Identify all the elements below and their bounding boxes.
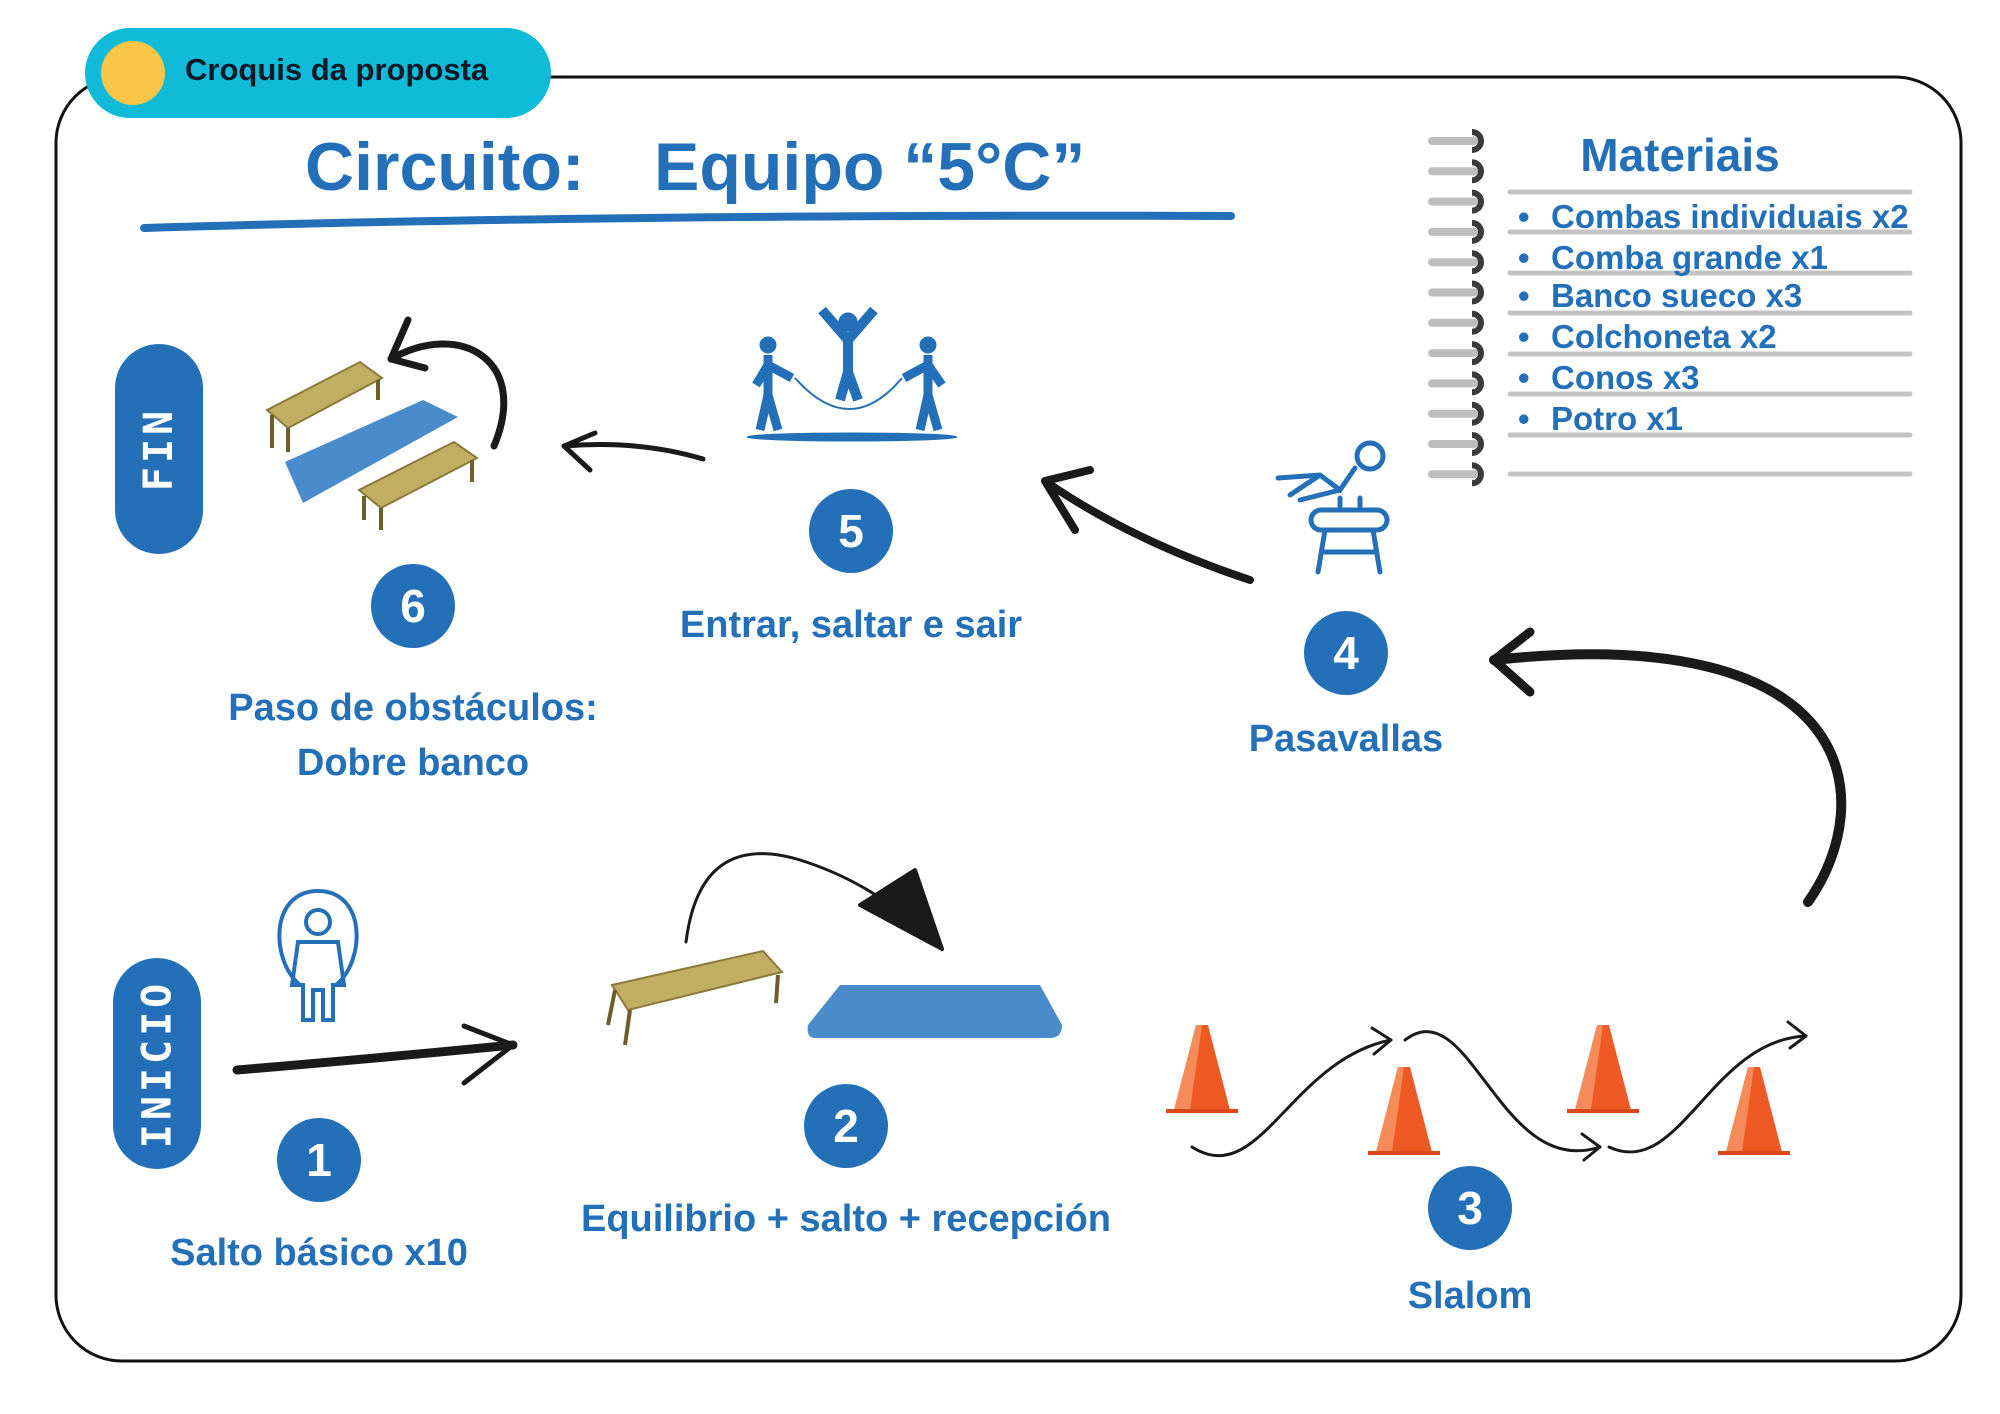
title-prefix: Circuito: [305,129,585,205]
pommel-horse-icon [1275,440,1390,575]
arrow-slalom-path [1190,1020,1808,1162]
arrow-6-return [387,316,508,450]
spiral-ring-hook [1471,310,1484,335]
start-marker-label: INICIO [134,979,180,1148]
cone-icon [1567,1025,1639,1113]
materials-item: •Banco sueco x3 [1518,277,1803,314]
cone-icon [1718,1067,1790,1155]
arrow-4-to-5 [1041,466,1254,584]
materials-item-label: Comba grande x1 [1551,239,1828,276]
materials-item-label: Colchoneta x2 [1551,318,1777,355]
spiral-ring-hook [1471,341,1484,366]
station-4-badge: 4 [1304,611,1388,695]
station-1-badge: 1 [277,1118,361,1202]
spiral-ring-hook [1471,401,1484,426]
materials-item-label: Combas individuais x2 [1551,198,1909,235]
materials-item-label: Banco sueco x3 [1551,277,1803,314]
bench-icon [265,360,384,452]
spiral-ring-hook [1471,371,1484,396]
tag-dot-icon [101,41,165,105]
cone-icon [1166,1025,1238,1113]
station-5-badge: 5 [809,489,893,573]
frame-border [54,75,1963,1363]
station-2-label: Equilibrio + salto + recepción [580,1198,1112,1240]
materials-item: •Conos x3 [1518,359,1700,396]
materials-item: •Combas individuais x2 [1518,198,1909,235]
materials-item-label: Conos x3 [1551,359,1700,396]
tag-label: Croquis da proposta [185,52,489,87]
end-marker: FIN [115,344,203,554]
arrow-5-to-6 [561,430,706,473]
jump-rope-group-icon [746,306,958,442]
notebook-lines [1507,189,1913,477]
materials-item: •Comba grande x1 [1518,239,1828,276]
spiral-ring-hook [1471,219,1484,244]
mat-icon [285,400,458,503]
station-2-badge: 2 [804,1084,888,1168]
mat-icon [807,985,1062,1038]
bench-icon [606,949,784,1046]
spiral-ring-hook [1471,280,1484,305]
materials-title: Materiais [1580,129,1780,181]
station-1-label: Salto básico x10 [170,1232,468,1274]
spiral-ring-hook [1471,159,1484,184]
spiral-ring-hook [1471,462,1484,487]
station-3-badge: 3 [1428,1166,1512,1250]
section-tag: Croquis da proposta [85,28,551,118]
materials-item-label: Potro x1 [1551,400,1684,437]
spiral-ring-hook [1471,432,1484,456]
station-6-label-line2: Dobre banco [296,742,530,784]
bench-icon [357,440,479,530]
end-marker-label: FIN [136,406,182,492]
skipping-person-icon [277,889,359,1022]
materials-item: •Potro x1 [1518,400,1684,437]
station-5-label: Entrar, saltar e sair [679,604,1023,646]
spiral-ring-hook [1471,129,1484,153]
arrow-1-to-2 [232,1023,518,1086]
title-underline [140,211,1235,232]
spiral-ring-hook [1471,250,1484,275]
arrow-3-to-4 [1489,627,1847,907]
station-4-label: Pasavallas [1248,718,1444,760]
station-6-label: Paso de obstáculos: [228,687,598,729]
start-marker: INICIO [113,958,201,1169]
title-team: Equipo “5°C” [654,129,1086,205]
station-3-label: Slalom [1407,1275,1533,1317]
station-6-badge: 6 [371,564,455,648]
notebook-spiral-icon [1428,129,1484,487]
materials-item: •Colchoneta x2 [1518,318,1777,355]
arrow-bench-jump [684,852,944,951]
cone-icon [1368,1067,1440,1155]
spiral-ring-hook [1471,189,1484,214]
